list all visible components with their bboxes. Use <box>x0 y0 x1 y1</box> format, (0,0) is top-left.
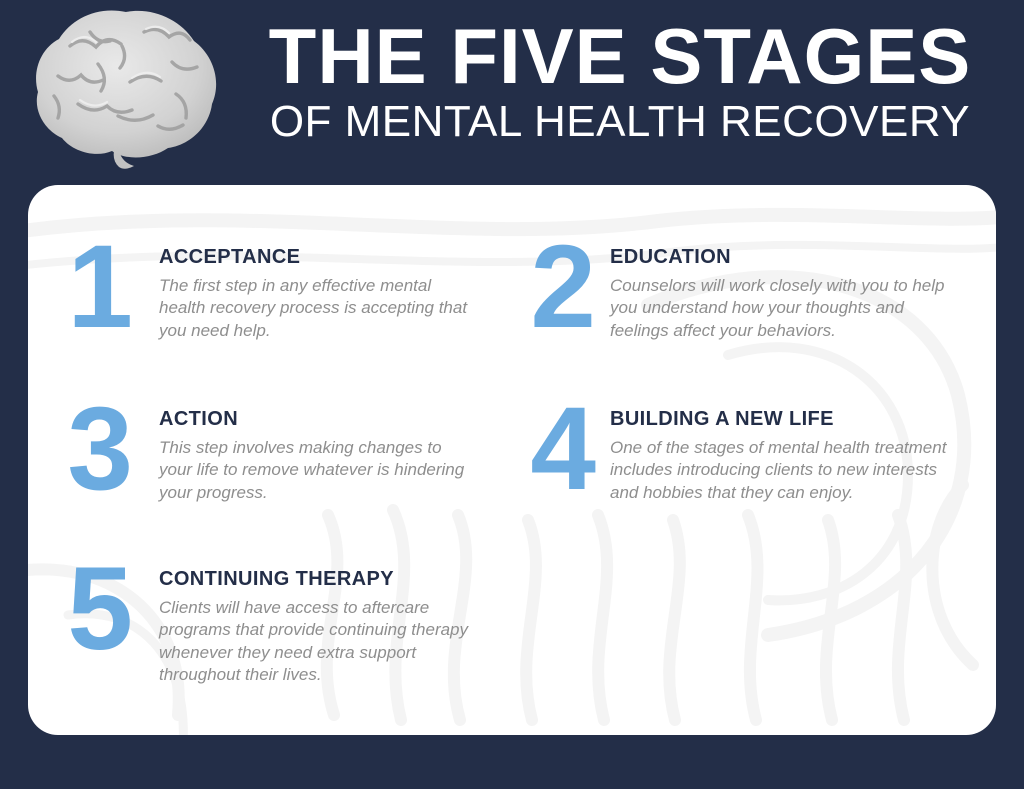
stage-description: Clients will have access to aftercare pr… <box>159 598 469 685</box>
stage-number: 5 <box>67 543 133 675</box>
stage-description: One of the stages of mental health treat… <box>610 438 947 502</box>
stage-action: 3 ACTION This step involves making chang… <box>58 383 471 515</box>
title-block: THE FIVE STAGES OF MENTAL HEALTH RECOVER… <box>238 12 1002 147</box>
stage-description: The first step in any effective mental h… <box>159 276 468 340</box>
stage-title: EDUCATION <box>610 246 732 268</box>
page-title: THE FIVE STAGES <box>268 12 972 100</box>
stage-number: 4 <box>530 383 596 515</box>
stage-description: This step involves making changes to you… <box>159 438 465 502</box>
stage-education: 2 EDUCATION Counselors will work closely… <box>508 221 962 353</box>
stage-building-a-new-life: 4 BUILDING A NEW LIFE One of the stages … <box>508 383 962 515</box>
header: THE FIVE STAGES OF MENTAL HEALTH RECOVER… <box>0 0 1024 185</box>
stage-title: ACTION <box>159 408 239 430</box>
stage-title: CONTINUING THERAPY <box>159 568 394 590</box>
stage-acceptance: 1 ACCEPTANCE The first step in any effec… <box>58 221 471 353</box>
page-subtitle: OF MENTAL HEALTH RECOVERY <box>269 97 971 147</box>
stage-number: 3 <box>67 383 133 515</box>
stage-description: Counselors will work closely with you to… <box>610 276 945 340</box>
stage-continuing-therapy: 5 CONTINUING THERAPY Clients will have a… <box>58 543 471 687</box>
stage-number: 1 <box>67 221 133 353</box>
stage-title: ACCEPTANCE <box>159 246 301 268</box>
stage-number: 2 <box>530 221 596 353</box>
content-card: 1 ACCEPTANCE The first step in any effec… <box>28 185 996 735</box>
stage-title: BUILDING A NEW LIFE <box>610 408 834 430</box>
brain-image <box>36 10 217 169</box>
